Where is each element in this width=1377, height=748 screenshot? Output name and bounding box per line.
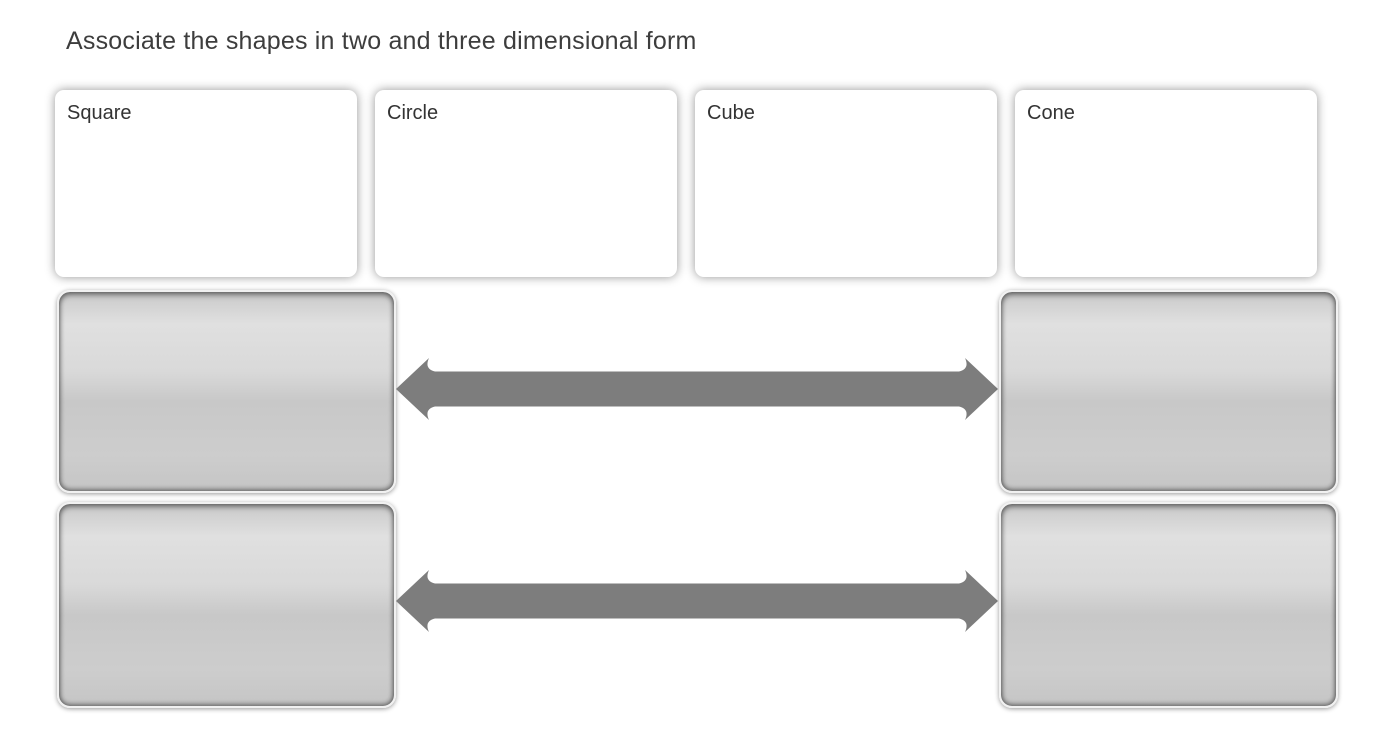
shape-card-label: Cube — [707, 102, 755, 124]
shape-card-label: Cone — [1027, 102, 1075, 124]
shape-card-cube[interactable]: Cube — [695, 90, 997, 277]
drop-zone-row1-left[interactable] — [57, 290, 396, 493]
activity-title: Associate the shapes in two and three di… — [66, 27, 697, 55]
double-arrow-icon — [396, 570, 998, 632]
drop-zone-row2-left[interactable] — [57, 502, 396, 708]
drop-zone-row2-right[interactable] — [999, 502, 1338, 708]
shape-card-label: Square — [67, 102, 132, 124]
shape-card-cone[interactable]: Cone — [1015, 90, 1317, 277]
shape-card-circle[interactable]: Circle — [375, 90, 677, 277]
shape-card-square[interactable]: Square — [55, 90, 357, 277]
shape-card-label: Circle — [387, 102, 439, 124]
double-arrow-icon — [396, 358, 998, 420]
drop-zone-row1-right[interactable] — [999, 290, 1338, 493]
